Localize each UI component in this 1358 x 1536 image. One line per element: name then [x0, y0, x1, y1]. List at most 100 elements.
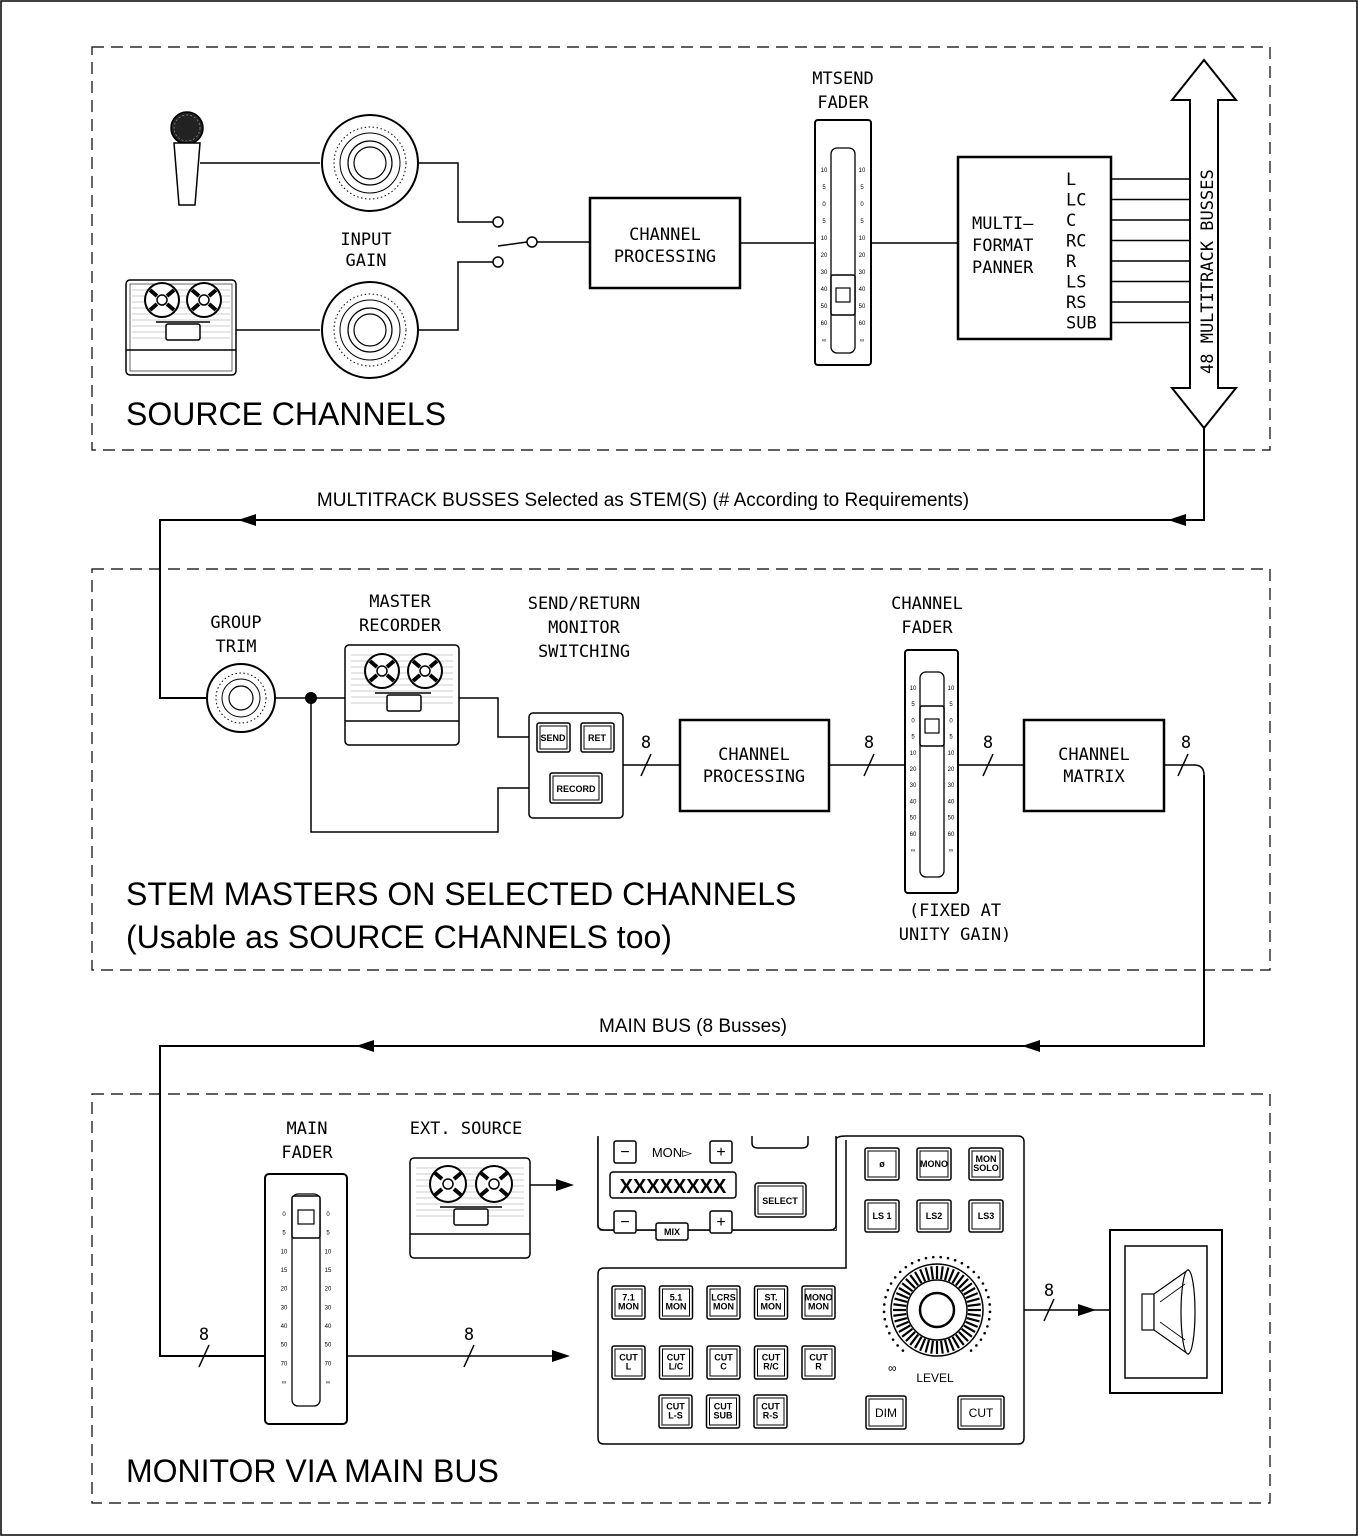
microphone-icon	[170, 111, 204, 206]
source-section-title: SOURCE CHANNELS	[126, 396, 446, 432]
send-return-label-2: MONITOR	[548, 618, 620, 638]
fader-scale-label: 10	[859, 236, 866, 242]
record-button[interactable]: RECORD	[549, 772, 603, 804]
svg-text:LS 1: LS 1	[872, 1211, 891, 1221]
mon-minus-button[interactable]: −	[613, 1140, 637, 1164]
ls3-button[interactable]: LS3	[968, 1199, 1004, 1233]
svg-text:RET: RET	[588, 733, 607, 743]
svg-text:5.1: 5.1	[670, 1293, 683, 1303]
svg-text:CUT: CUT	[667, 1353, 686, 1363]
send-return-panel: SEND RET RECORD	[528, 712, 624, 819]
fader-scale-label: 5	[282, 1231, 286, 1237]
fader-scale-label: 10	[859, 168, 866, 174]
ext-source-label: EXT. SOURCE	[410, 1119, 523, 1139]
select-button[interactable]: SELECT	[754, 1182, 807, 1218]
fader-scale-label: ∞	[860, 338, 864, 344]
fader-scale-label: 5	[860, 185, 864, 191]
level-knob[interactable]	[882, 1255, 992, 1357]
fader-scale-label: 40	[948, 799, 955, 805]
stem-processing-label-2: PROCESSING	[703, 767, 805, 787]
input-selector-switch[interactable]	[497, 241, 528, 247]
ls1-button[interactable]: LS 1	[864, 1199, 900, 1233]
level-label: LEVEL	[916, 1371, 954, 1385]
fader-scale-label: 20	[821, 253, 828, 259]
send-button[interactable]: SEND	[536, 722, 571, 753]
master-recorder-label-2: RECORDER	[359, 616, 442, 636]
bus-count-5: 8	[199, 1325, 209, 1345]
panner-output-label: SUB	[1066, 314, 1097, 334]
svg-text:CUT: CUT	[761, 1402, 780, 1412]
master-recorder-label-1: MASTER	[369, 592, 431, 612]
group-trim-knob[interactable]	[206, 663, 276, 733]
ext-minus-button[interactable]: −	[613, 1210, 637, 1234]
mon-plus-button[interactable]: +	[709, 1140, 733, 1164]
switch-contact-2	[492, 256, 504, 268]
mono-button[interactable]: MONO	[916, 1147, 952, 1181]
svg-text:CUT: CUT	[714, 1353, 733, 1363]
fader-scale-label: 50	[821, 304, 828, 310]
mon-stereo-button[interactable]: ST.MON	[753, 1285, 789, 1320]
multitrack-bus-label: 48 MULTITRACK BUSSES	[1198, 169, 1218, 374]
fader-scale-label: ∞	[326, 1380, 330, 1386]
fixed-note-1: (FIXED AT	[909, 901, 1001, 921]
svg-text:SUB: SUB	[713, 1411, 733, 1421]
svg-text:CUT: CUT	[619, 1353, 638, 1363]
fader-scale-label: 10	[325, 1249, 332, 1255]
level-infinity: ∞	[888, 1361, 897, 1375]
fader-scale-label: 40	[821, 287, 828, 293]
monitor-section-border	[91, 1093, 1271, 1504]
phase-button[interactable]: ø	[864, 1147, 900, 1181]
panner-output-label: LS	[1066, 273, 1086, 293]
svg-text:LS2: LS2	[926, 1211, 943, 1221]
channel-fader-label-2: FADER	[901, 618, 953, 638]
fader-scale-label: 10	[281, 1249, 288, 1255]
svg-text:+: +	[716, 1214, 725, 1231]
panner-output-label: RC	[1066, 232, 1086, 252]
svg-text:LS3: LS3	[978, 1211, 995, 1221]
master-cut-button[interactable]: CUT	[957, 1395, 1005, 1430]
source-section-border	[91, 46, 1271, 451]
send-return-label-1: SEND/RETURN	[528, 594, 641, 614]
input-gain-knob-2[interactable]	[321, 281, 419, 379]
svg-text:CUT: CUT	[762, 1353, 781, 1363]
svg-text:L/C: L/C	[669, 1362, 684, 1372]
input-gain-knob-1[interactable]	[321, 114, 419, 212]
panner-output-label: C	[1066, 211, 1076, 231]
fader-scale-label: 70	[325, 1361, 332, 1367]
svg-text:CUT: CUT	[666, 1402, 685, 1412]
ret-button[interactable]: RET	[580, 722, 615, 753]
svg-text:SEND: SEND	[540, 733, 566, 743]
fader-scale-label: 0	[911, 718, 915, 724]
ext-plus-button[interactable]: +	[709, 1210, 733, 1234]
channel-processing-box	[588, 196, 742, 290]
fader-scale-label: 0	[326, 1212, 330, 1218]
mix-button[interactable]: MIX	[655, 1222, 689, 1241]
dim-button[interactable]: DIM	[865, 1395, 907, 1430]
fader-scale-label: 5	[949, 735, 953, 741]
fader-scale-label: 0	[949, 718, 953, 724]
bus-count-7: 8	[1044, 1281, 1054, 1301]
stem-link-label: MULTITRACK BUSSES Selected as STEM(S) (#…	[317, 490, 969, 511]
ls2-button[interactable]: LS2	[916, 1199, 952, 1233]
svg-text:SELECT: SELECT	[762, 1196, 798, 1206]
stem-masters-section: GROUP TRIM MASTER RECORDER SEND/RETUR	[91, 568, 1271, 971]
fader-scale-label: 20	[281, 1287, 288, 1293]
svg-text:MIX: MIX	[664, 1227, 680, 1237]
fader-scale-label: 60	[948, 832, 955, 838]
